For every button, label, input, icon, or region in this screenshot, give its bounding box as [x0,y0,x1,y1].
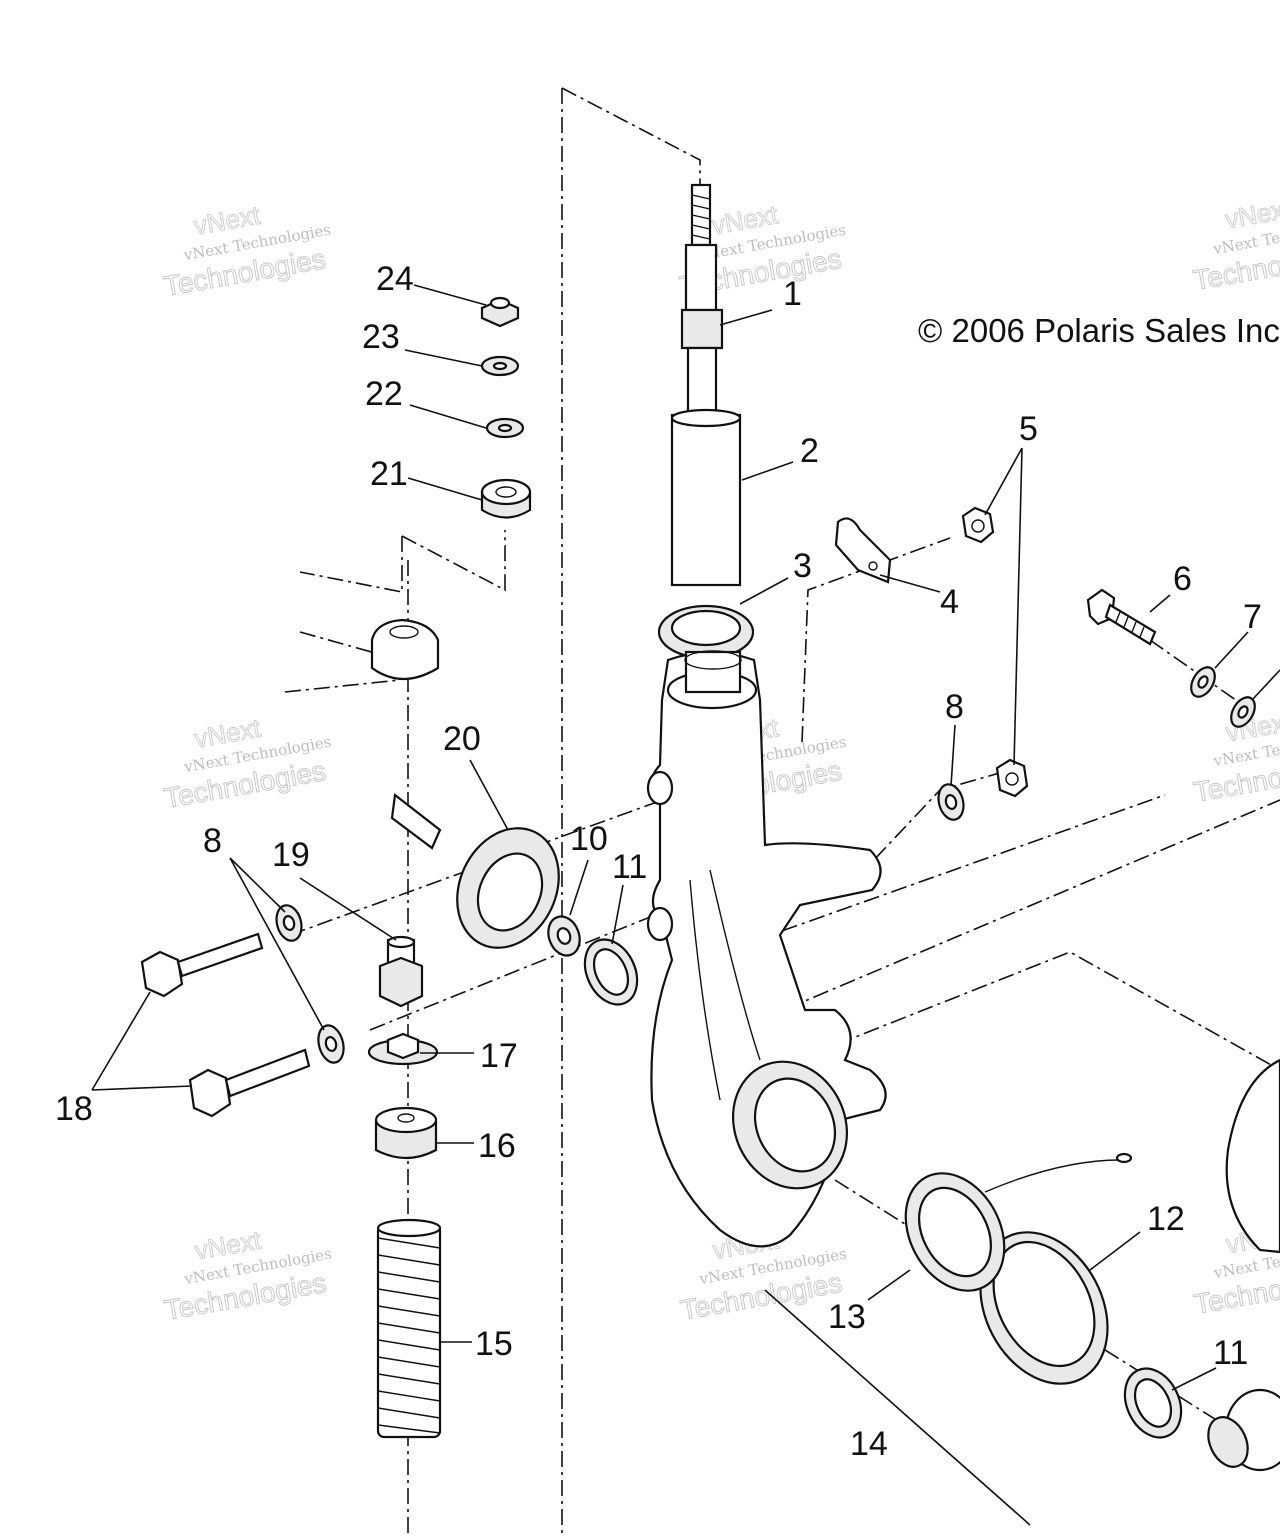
part-4-bracket [834,517,892,584]
callout-10: 10 [570,820,608,858]
callout-21: 21 [370,455,408,493]
callout-23: 23 [362,318,400,356]
callout-22: 22 [365,375,403,413]
part-11-race-lower [1123,1367,1183,1439]
callout-18: 18 [55,1090,93,1128]
callout-8-right: 8 [945,688,964,726]
part-10-nut [547,915,581,957]
part-18-bolt-lower [188,1048,311,1118]
callout-13: 13 [828,1298,866,1336]
copyright-text: © 2006 Polaris Sales Inc [918,312,1280,349]
part-20-seal [456,827,560,949]
watermark-low-left: vNext vNext Technologies Technologies [162,1224,333,1326]
part-16-spacer [374,1106,438,1160]
callout-17: 17 [480,1037,518,1075]
callout-14: 14 [850,1425,888,1463]
callout-20: 20 [443,720,481,758]
watermark-top-right: vNext vNext Technologies Technologies [1190,193,1280,297]
part-13-seal [904,1152,1133,1292]
part-5-nut-lower [995,758,1029,798]
callout-12: 12 [1147,1200,1185,1238]
callout-4: 4 [940,583,959,621]
part-2-sleeve [670,408,742,587]
part-6-bolt [1086,588,1157,646]
part-8-washer-left-lower [317,1024,345,1064]
callout-5: 5 [1019,410,1038,448]
part-12-bearing [979,1231,1109,1385]
part-5-nut-upper [961,506,995,544]
partial-hub-right [1207,1058,1280,1472]
svg-text:vNext: vNext [1223,193,1280,234]
callout-7: 7 [1243,598,1262,636]
part-18-bolt-upper [140,932,264,998]
spindle-knuckle [646,650,887,1248]
callout-1: 1 [783,275,802,313]
callout-15: 15 [475,1325,513,1363]
callout-16: 16 [478,1127,516,1165]
callout-11-lower: 11 [1213,1334,1248,1372]
part-7-washer [1190,666,1256,728]
part-1-shaft [680,183,724,420]
part-23-washer [480,355,520,377]
leader-lines [91,284,1280,1526]
part-8-washer-right [937,783,965,821]
callout-24: 24 [376,260,414,298]
part-22-washer [485,417,525,439]
callout-6: 6 [1173,560,1192,598]
watermark-mid-left: vNext vNext Technologies Technologies [161,712,332,814]
part-11-race-upper [583,938,639,1006]
callout-19: 19 [272,836,310,874]
callout-labels: 1 2 3 4 5 6 7 8 8 10 11 11 12 13 14 15 1… [55,260,1262,1463]
part-17-flange-nut [367,1032,439,1066]
part-21-bushing [480,478,532,519]
part-19-fitting [378,792,442,1008]
part-24-nut [480,296,520,328]
part-8-washer-left-upper [275,904,303,942]
part-15-spring [376,1218,442,1439]
cup-mount [370,618,440,680]
callout-11-upper: 11 [612,848,647,886]
watermark-top-center: vNext vNext Technologies Technologies [677,199,847,303]
callout-3: 3 [793,547,812,585]
part-3-bushing [657,604,755,660]
watermark-top-left: vNext vNext Technologies Technologies [161,199,332,302]
callout-2: 2 [800,432,819,470]
callout-8-left: 8 [203,822,222,860]
